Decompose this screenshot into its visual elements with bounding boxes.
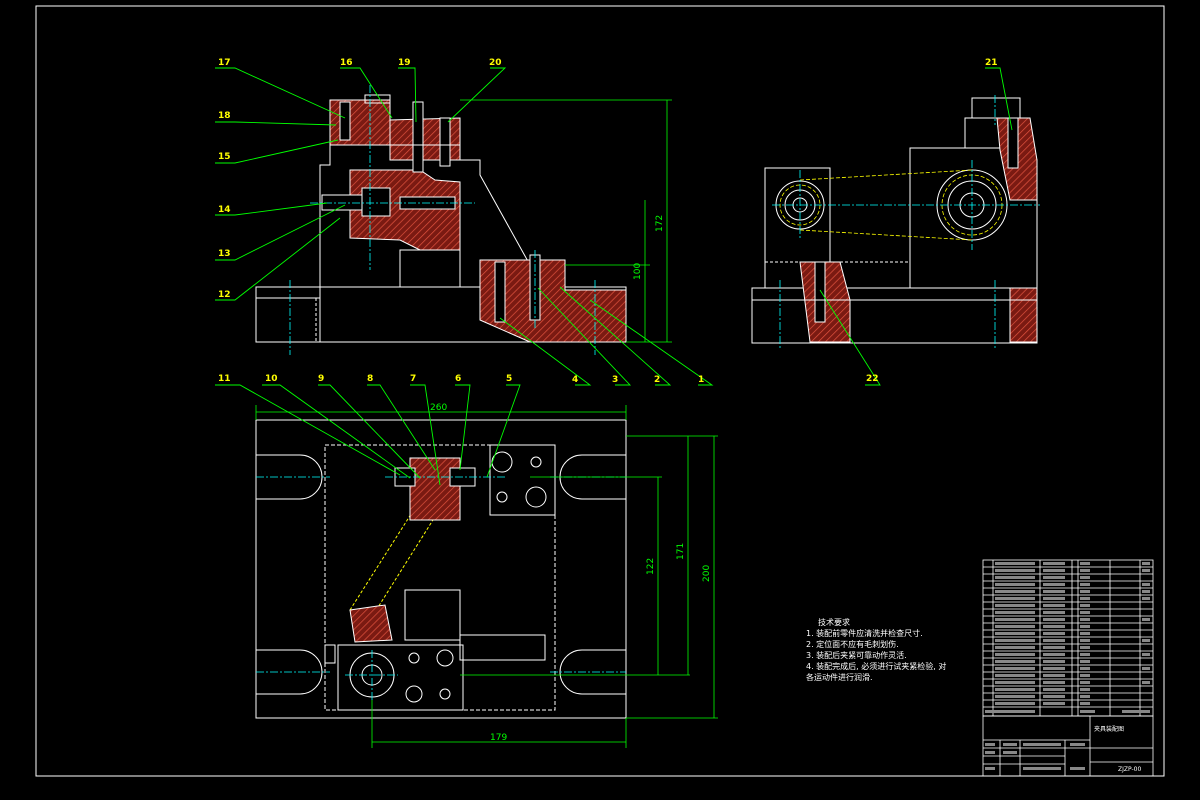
balloon-5: 5 [506,374,512,384]
balloon-20: 20 [489,58,502,68]
outer-frame [35,5,1165,777]
balloon-3: 3 [612,375,618,385]
plan-view [255,419,627,719]
front-view [255,94,627,343]
balloon-9: 9 [318,374,324,384]
side-view [751,97,1038,344]
balloon-13: 13 [218,249,231,259]
balloon-21: 21 [985,58,998,68]
balloon-4: 4 [572,375,578,385]
technical-requirements: 技术要求 1. 装配前零件应清洗并检查尺寸. 2. 定位面不应有毛刺划伤. 3.… [806,617,946,683]
balloon-12: 12 [218,290,231,300]
balloon-14: 14 [218,205,231,215]
balloons: 17 16 19 20 18 15 14 13 12 4 3 2 1 11 10… [218,58,998,385]
balloon-18: 18 [218,111,231,121]
dim-260: 260 [430,403,447,413]
tech-note-line: 1. 装配前零件应清洗并检查尺寸. [806,629,923,638]
dim-172: 172 [655,215,665,232]
tech-note-line: 各运动件进行润滑. [806,673,873,682]
dim-100: 100 [633,263,643,280]
tech-note-line: 4. 装配完成后, 必须进行试夹紧检验, 对 [806,662,947,671]
balloon-15: 15 [218,152,231,162]
balloon-6: 6 [455,374,461,384]
dim-200: 200 [702,565,712,582]
balloon-11: 11 [218,374,231,384]
parts-list [982,559,1154,717]
tech-note-line: 2. 定位面不应有毛刺划伤. [806,640,899,649]
drawing-name: 夹具装配图 [1094,725,1124,733]
balloon-2: 2 [654,375,660,385]
parts-list-fill [985,562,1150,770]
drawing-number: ZJZP-00 [1118,766,1141,773]
dimension-labels: 172 100 260 122 171 200 179 [430,215,712,743]
tech-note-line: 3. 装配后夹紧可靠动作灵活. [806,651,907,660]
tech-notes-title: 技术要求 [818,618,850,627]
balloon-16: 16 [340,58,353,68]
front-view-centerlines [289,85,596,355]
dim-122: 122 [646,558,656,575]
balloon-19: 19 [398,58,411,68]
front-view-dimensions [460,99,672,343]
balloon-22: 22 [866,374,879,384]
balloon-10: 10 [265,374,278,384]
side-view-centerlines [772,95,1040,350]
title-block [982,715,1154,777]
balloon-1: 1 [698,375,704,385]
dim-179: 179 [490,733,507,743]
leader-lines [215,67,1013,486]
title-block-text: 夹具装配图 ZJZP-00 [1094,725,1141,773]
dim-171: 171 [676,543,686,560]
balloon-17: 17 [218,58,231,68]
balloon-8: 8 [367,374,373,384]
balloon-7: 7 [410,374,416,384]
